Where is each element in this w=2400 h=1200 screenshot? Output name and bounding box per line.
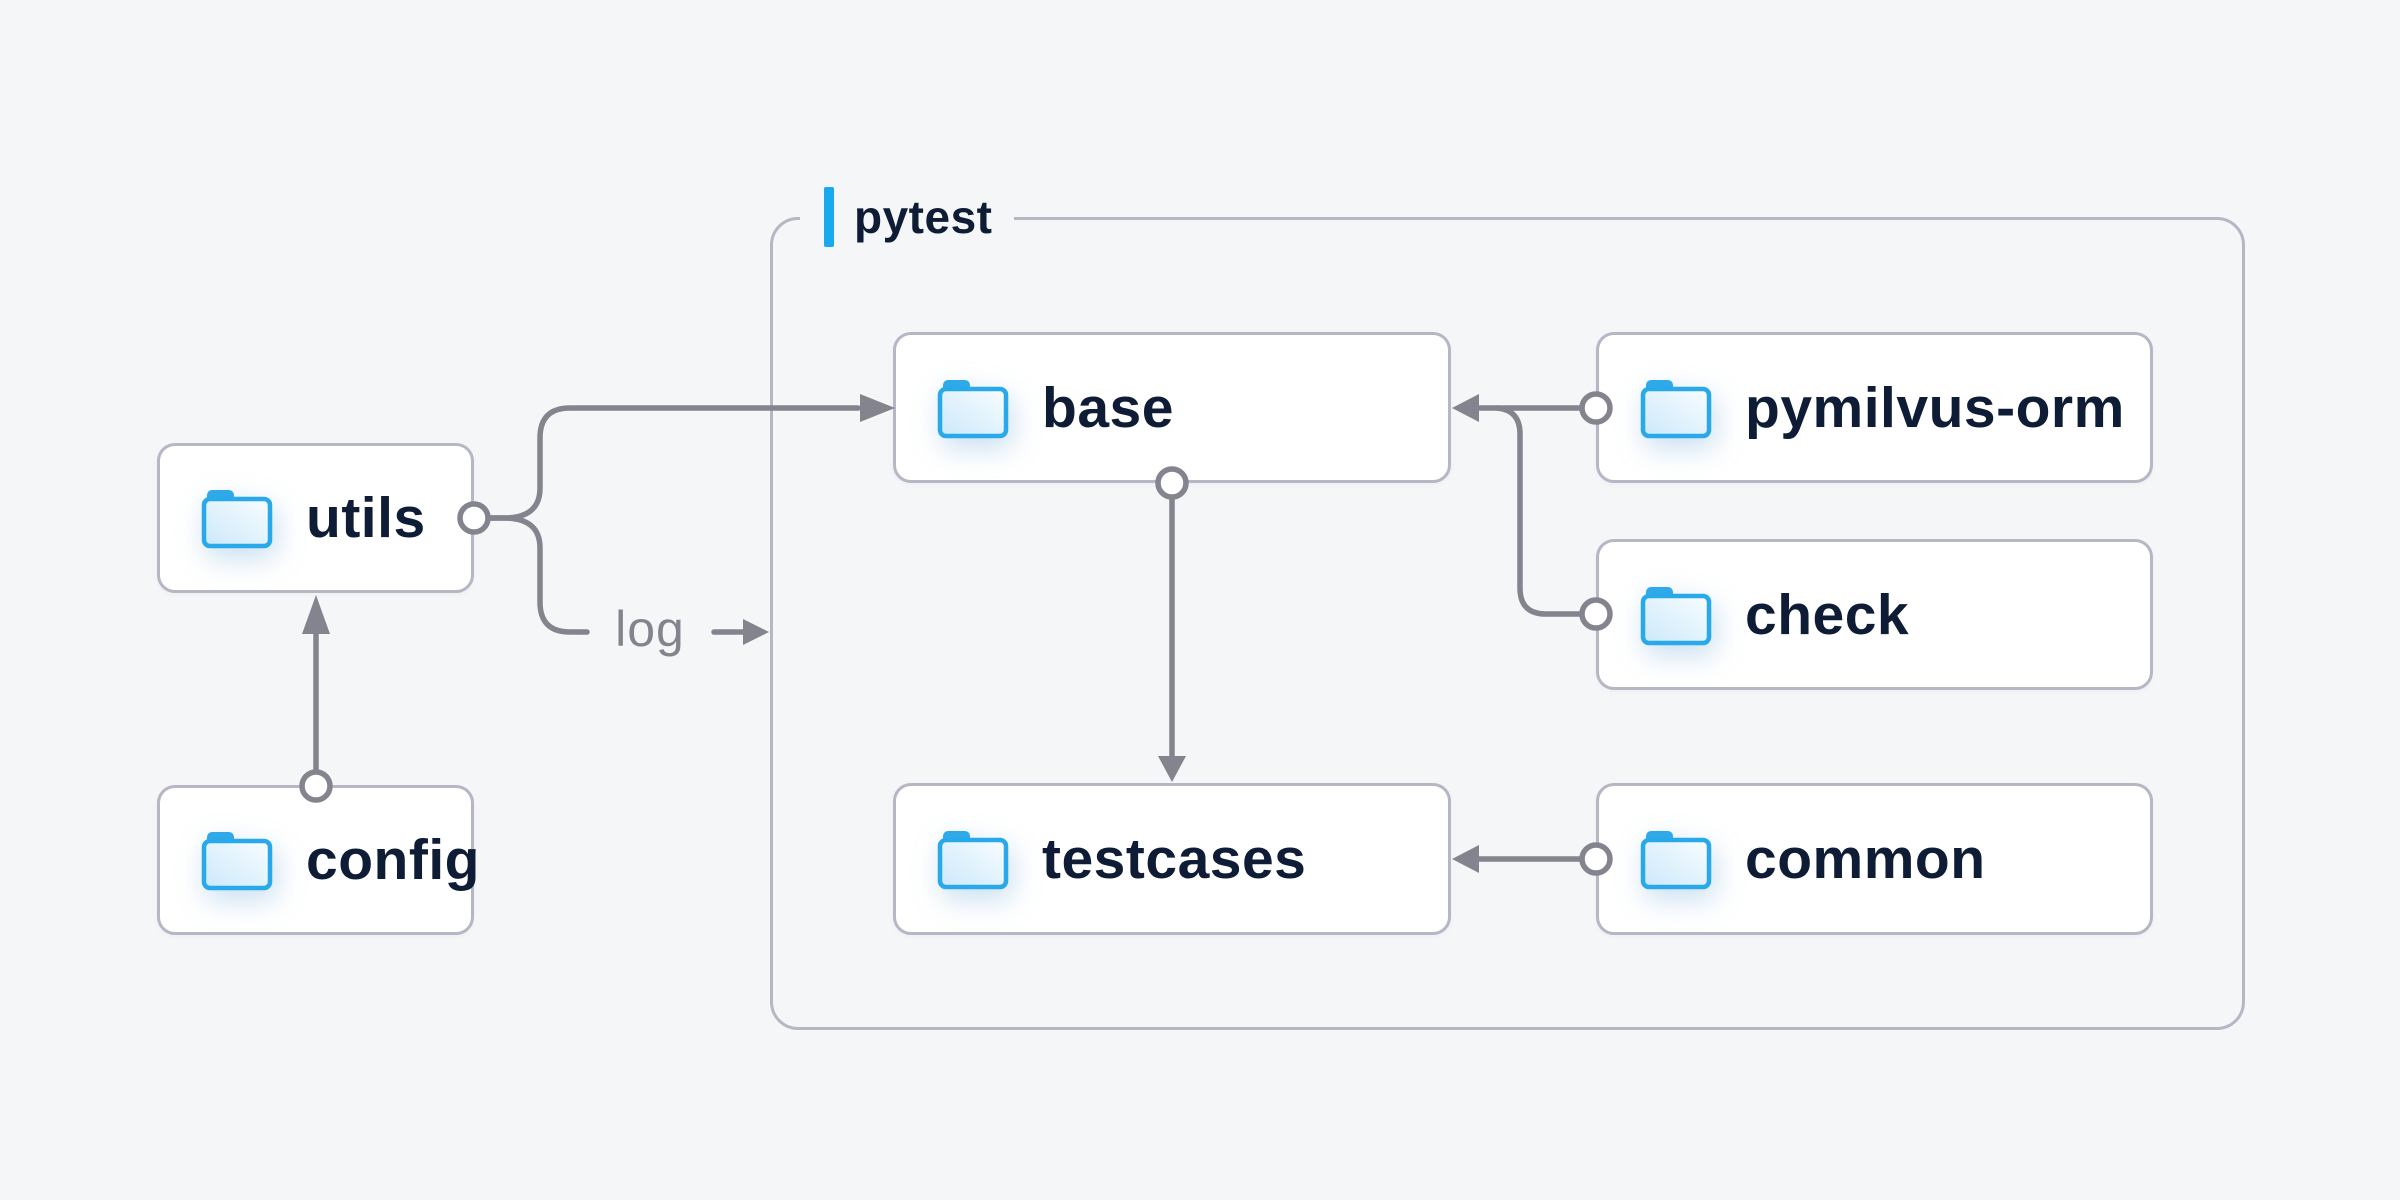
node-config: config (157, 785, 479, 935)
node-label: utils (306, 486, 426, 550)
folder-icon (1640, 831, 1712, 890)
node-check: check (1596, 539, 2153, 690)
accent-bar (824, 187, 834, 247)
folder-icon (937, 831, 1009, 890)
folder-icon (1640, 379, 1712, 438)
node-label: base (1042, 375, 1174, 440)
pytest-group-container (770, 217, 2245, 1030)
folder-icon (201, 832, 273, 891)
node-common: common (1596, 783, 2153, 935)
node-pymilvus-orm: pymilvus-orm (1596, 332, 2153, 483)
node-label: config (306, 828, 480, 892)
folder-icon (937, 379, 1009, 438)
log-edge-label: log (615, 601, 685, 657)
node-label: testcases (1042, 827, 1307, 891)
node-label: check (1745, 582, 1910, 647)
node-label: pymilvus-orm (1745, 375, 2125, 440)
folder-icon (1640, 586, 1712, 645)
node-label: common (1745, 827, 1986, 891)
node-testcases: testcases (893, 783, 1451, 935)
folder-icon (201, 490, 273, 549)
node-base: base (893, 332, 1451, 483)
pytest-group-title: pytest (854, 191, 993, 243)
node-utils: utils (157, 443, 474, 593)
pytest-group-label: pytest (800, 178, 1015, 256)
edge-config-utils (299, 595, 333, 803)
